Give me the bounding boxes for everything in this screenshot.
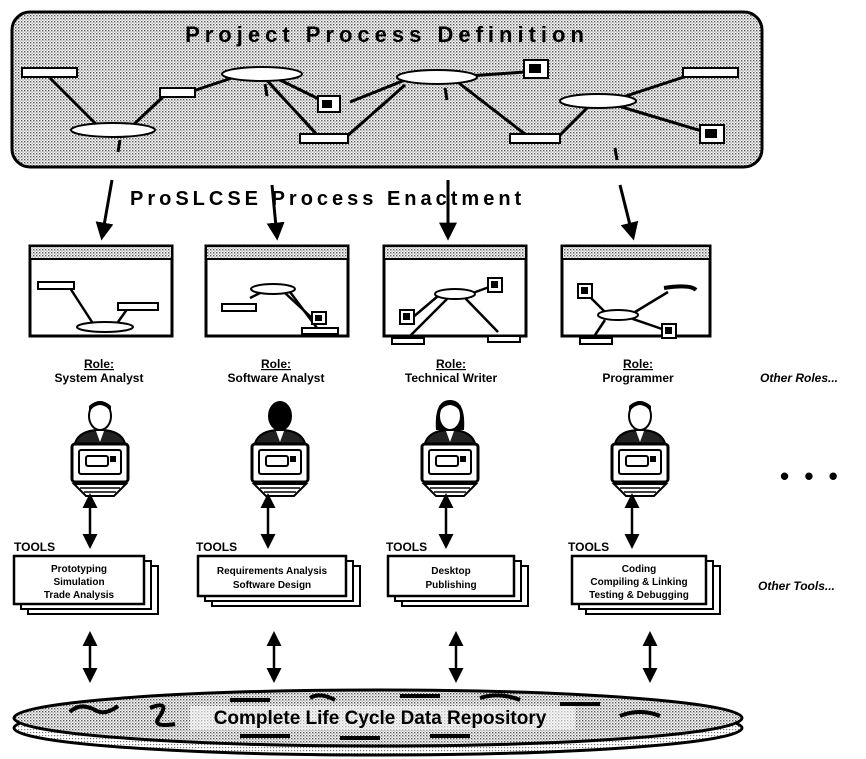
tools-stack-4: TOOLS Coding Compiling & Linking Testing… — [568, 540, 721, 615]
role-name: Programmer — [602, 371, 674, 385]
role-name: System Analyst — [55, 371, 144, 385]
role-label-3: Role: Technical Writer — [405, 357, 498, 385]
repository-label: Complete Life Cycle Data Repository — [214, 708, 547, 729]
tools-stack-1: TOOLS Prototyping Simulation Trade Analy… — [12, 540, 159, 615]
role-heading: Role: — [84, 357, 114, 371]
role-window-4 — [560, 244, 712, 345]
process-definition-panel: Project Process Definition — [10, 10, 764, 169]
tool-item: Prototyping — [51, 564, 107, 575]
tools-label: TOOLS — [14, 540, 55, 554]
person-icon — [250, 401, 310, 497]
tool-repository-arrows — [82, 631, 658, 683]
data-repository: Complete Life Cycle Data Repository — [12, 688, 744, 757]
other-roles-label: Other Roles... — [760, 371, 838, 385]
tool-item: Testing & Debugging — [589, 590, 689, 601]
person-icon — [420, 400, 480, 497]
role-label-1: Role: System Analyst — [55, 357, 144, 385]
role-name: Software Analyst — [228, 371, 325, 385]
tool-item: Desktop — [431, 566, 470, 577]
role-heading: Role: — [623, 357, 653, 371]
role-name: Technical Writer — [405, 371, 498, 385]
tool-item: Simulation — [53, 577, 104, 588]
workstation-tool-arrows — [82, 493, 640, 549]
role-heading: Role: — [261, 357, 291, 371]
role-heading: Role: — [436, 357, 466, 371]
ellipsis-dots: • • • — [780, 461, 842, 491]
tool-item: Requirements Analysis — [217, 566, 328, 577]
person-icon — [70, 401, 130, 497]
tool-item: Trade Analysis — [44, 590, 115, 601]
tools-stack-2: TOOLS Requirements Analysis Software Des… — [196, 540, 361, 607]
enactment-arrows — [95, 179, 639, 241]
process-definition-title: Project Process Definition — [185, 22, 589, 47]
role-window-2 — [204, 244, 350, 338]
role-window-3 — [382, 244, 528, 345]
tools-label: TOOLS — [386, 540, 427, 554]
role-window-1 — [28, 244, 174, 338]
enactment-label: ProSLCSE Process Enactment — [130, 188, 525, 210]
tool-item: Compiling & Linking — [590, 577, 687, 588]
tool-item: Publishing — [425, 580, 476, 591]
role-label-4: Role: Programmer — [602, 357, 674, 385]
tools-stack-3: TOOLS Desktop Publishing — [386, 540, 529, 607]
role-label-2: Role: Software Analyst — [228, 357, 325, 385]
tool-item: Coding — [622, 564, 656, 575]
tools-label: TOOLS — [568, 540, 609, 554]
other-tools-label: Other Tools... — [758, 579, 835, 593]
tool-item: Software Design — [233, 580, 311, 591]
person-workstations — [70, 400, 670, 497]
tools-label: TOOLS — [196, 540, 237, 554]
person-icon — [610, 401, 670, 497]
